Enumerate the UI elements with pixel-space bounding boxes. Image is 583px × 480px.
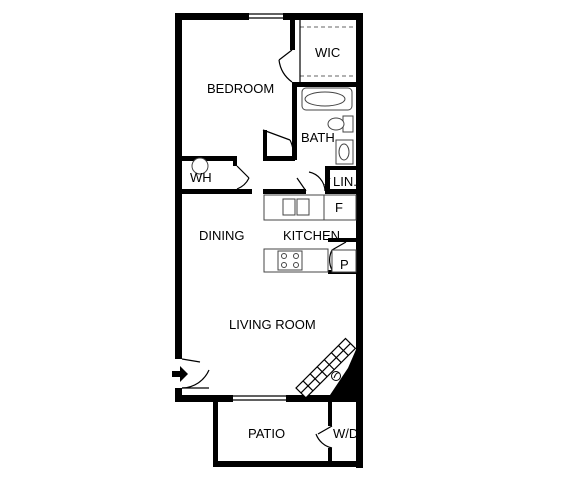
room-label-fridge: F bbox=[335, 200, 343, 215]
room-label-washer-dryer: W/D bbox=[333, 426, 358, 441]
room-label-living-room: LIVING ROOM bbox=[229, 317, 316, 332]
wic-shelving bbox=[299, 20, 356, 82]
entry-arrow-icon bbox=[172, 366, 188, 382]
room-label-bedroom: BEDROOM bbox=[207, 81, 274, 96]
room-label-dining: DINING bbox=[199, 228, 245, 243]
room-label-lin: LIN. bbox=[333, 174, 357, 189]
water-heater bbox=[191, 157, 209, 175]
room-label-pantry: P bbox=[340, 257, 349, 272]
interior-walls bbox=[175, 13, 360, 465]
room-label-kitchen: KITCHEN bbox=[283, 228, 340, 243]
room-label-patio: PATIO bbox=[248, 426, 285, 441]
doors bbox=[181, 49, 347, 449]
kitchen-fixtures bbox=[263, 194, 357, 273]
room-label-wh: WH bbox=[190, 170, 212, 185]
room-label-bath: BATH bbox=[301, 130, 335, 145]
bath-fixtures bbox=[301, 87, 354, 165]
room-label-wic: WIC bbox=[315, 45, 340, 60]
room-labels: BEDROOM WIC BATH WH LIN. F DINING KITCHE… bbox=[190, 45, 358, 441]
fireplace-icon bbox=[295, 337, 358, 399]
exterior-walls bbox=[175, 13, 363, 468]
